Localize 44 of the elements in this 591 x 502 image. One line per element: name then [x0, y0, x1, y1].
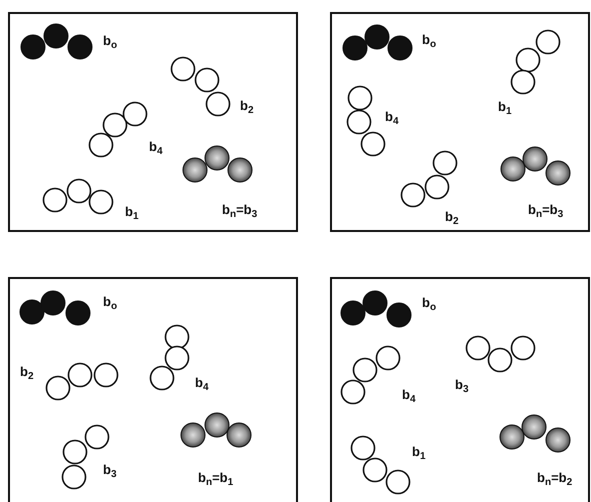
panel-frame — [8, 277, 298, 502]
bead-label: b$_{o}$ — [422, 295, 436, 310]
bead-label: b$_{n}$=b$_{2}$ — [537, 470, 572, 485]
bead-label: b$_{o}$ — [103, 294, 118, 309]
bead-label: b$_{3}$ — [455, 377, 469, 392]
bead-label: b$_{2}$ — [240, 98, 254, 113]
bead-cluster-icon — [19, 290, 91, 326]
bead-label: b$_{1}$ — [498, 99, 512, 114]
bead-cluster-icon — [350, 435, 411, 495]
bead-cluster-icon — [342, 24, 413, 61]
bead-label: b$_{n}$=b$_{3}$ — [528, 202, 564, 217]
bead-label: b$_{3}$ — [103, 462, 117, 477]
panel-frame — [330, 277, 590, 502]
bead-cluster-icon — [499, 414, 571, 453]
bead-cluster-icon — [180, 412, 252, 448]
bead-cluster-icon — [170, 56, 231, 117]
bead-cluster-icon — [500, 146, 571, 186]
bead-label: b$_{o}$ — [103, 33, 118, 48]
bead-label: b$_{o}$ — [422, 32, 436, 47]
bead-label: b$_{2}$ — [445, 209, 459, 224]
bead-cluster-icon — [346, 85, 386, 157]
bead-cluster-icon — [20, 23, 93, 60]
bead-cluster-icon — [45, 362, 119, 401]
bead-cluster-icon — [182, 145, 253, 183]
bead-cluster-icon — [42, 178, 114, 215]
bead-cluster-icon — [400, 150, 458, 208]
bead-label: b$_{2}$ — [20, 364, 34, 379]
bead-cluster-icon — [88, 101, 148, 158]
bead-cluster-icon — [340, 290, 412, 328]
bead-label: b$_{4}$ — [149, 139, 163, 154]
bead-label: b$_{4}$ — [195, 375, 209, 390]
panel-frame — [8, 12, 298, 232]
bead-label: b$_{n}$=b$_{1}$ — [198, 470, 234, 485]
bead-cluster-icon — [340, 345, 401, 405]
bead-label: b$_{4}$ — [385, 109, 399, 124]
bead-label: b$_{n}$=b$_{3}$ — [222, 202, 258, 217]
bead-cluster-icon — [510, 29, 561, 95]
bead-label: b$_{1}$ — [412, 444, 426, 459]
panel-frame — [330, 12, 590, 232]
bead-cluster-icon — [465, 335, 536, 373]
bead-label: b$_{4}$ — [402, 387, 416, 402]
bead-label: b$_{1}$ — [125, 204, 139, 219]
bead-cluster-icon — [149, 324, 190, 391]
bead-cluster-icon — [61, 424, 110, 490]
